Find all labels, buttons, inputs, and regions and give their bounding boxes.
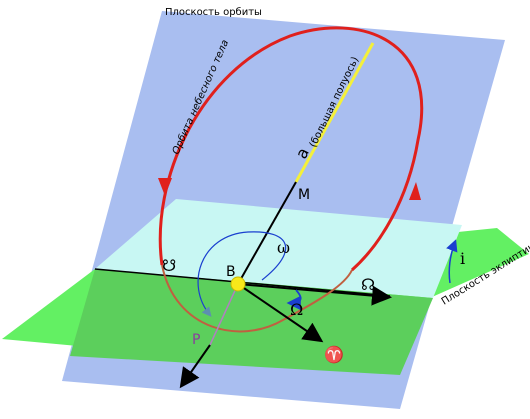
periapsis-line bbox=[209, 283, 239, 346]
ecliptic-overlap-region bbox=[70, 269, 433, 375]
orbit-direction-arrow-left bbox=[158, 178, 172, 196]
omega-small-label: ω bbox=[277, 238, 290, 257]
line-of-nodes-arrow bbox=[237, 283, 392, 306]
orbit-plane-label: Плоскость орбиты bbox=[165, 7, 262, 18]
descending-node-label: ☋ bbox=[162, 256, 176, 275]
ascending-node-label: ☊ bbox=[361, 275, 375, 294]
orbit-lower-arc bbox=[161, 264, 353, 333]
vernal-equinox-direction bbox=[237, 283, 324, 343]
orbit-plane-above-ecliptic bbox=[95, 199, 462, 298]
point-P-label: P bbox=[192, 332, 200, 348]
semi-major-axis bbox=[294, 42, 375, 183]
point-B-label: B bbox=[226, 264, 236, 280]
periapsis-direction-arrow bbox=[179, 344, 211, 389]
longitude-of-node-arc bbox=[286, 289, 302, 311]
vernal-equinox-label: ♈ bbox=[324, 345, 344, 364]
inclination-arc bbox=[446, 239, 458, 284]
orbit-direction-arrow-right bbox=[409, 182, 421, 200]
point-M-label: M bbox=[298, 187, 310, 203]
focus-point bbox=[230, 276, 246, 292]
orbit-ellipse bbox=[158, 26, 424, 272]
argument-of-periapsis-arc bbox=[197, 231, 287, 317]
inclination-label: i bbox=[460, 249, 465, 268]
Omega-big-label: Ω bbox=[290, 300, 303, 319]
